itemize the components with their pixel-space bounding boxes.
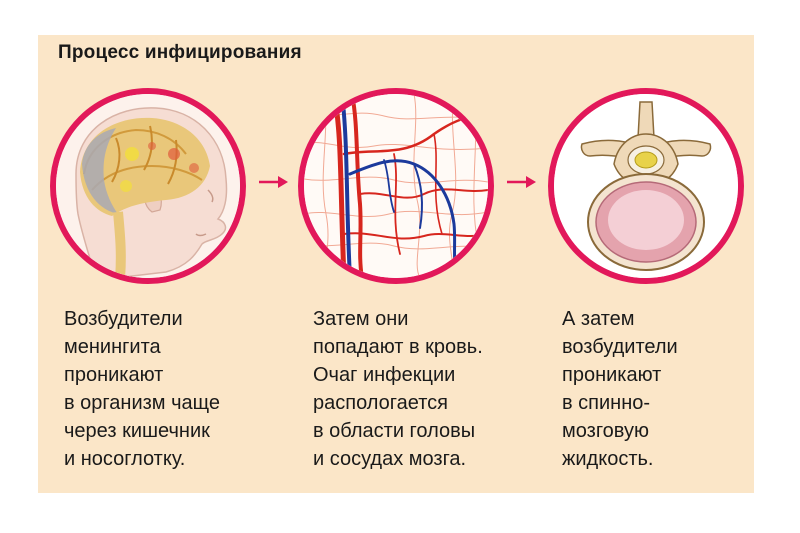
caption-line: в организм чаще <box>64 392 220 414</box>
caption-line: в спинно- <box>562 392 651 414</box>
caption-line: возбудители <box>562 336 678 358</box>
caption-line: Очаг инфекции <box>313 364 456 386</box>
caption-line: проникают <box>64 364 164 386</box>
caption-line: менингита <box>64 336 161 358</box>
caption-line: мозговую <box>562 420 649 442</box>
caption-line: жидкость. <box>562 448 654 470</box>
caption-line: и носоглотку. <box>64 448 186 470</box>
step-2-illustration-blood-vessels <box>298 88 494 284</box>
step-3-caption: А затем возбудители проникают в спинно- … <box>562 305 678 473</box>
caption-line: Затем они <box>313 308 409 330</box>
arrow-right-icon <box>506 174 538 190</box>
step-1-caption: Возбудители менингита проникают в органи… <box>64 305 220 473</box>
child-head-brain-illustration <box>56 94 240 278</box>
caption-line: А затем <box>562 308 635 330</box>
caption-line: проникают <box>562 364 662 386</box>
step-2-caption: Затем они попадают в кровь. Очаг инфекци… <box>313 305 483 473</box>
arrow-right-icon <box>258 174 290 190</box>
caption-line: и сосудах мозга. <box>313 448 467 470</box>
infographic-title: Процесс инфицирования <box>58 42 302 63</box>
blood-vessels-illustration <box>304 94 488 278</box>
step-1-illustration-child-head-brain <box>50 88 246 284</box>
caption-line: через кишечник <box>64 420 210 442</box>
spinal-vertebra-illustration <box>554 94 738 278</box>
caption-line: распологается <box>313 392 448 414</box>
caption-line: попадают в кровь. <box>313 336 483 358</box>
caption-line: в области головы <box>313 420 476 442</box>
step-3-illustration-spinal-vertebra <box>548 88 744 284</box>
caption-line: Возбудители <box>64 308 183 330</box>
